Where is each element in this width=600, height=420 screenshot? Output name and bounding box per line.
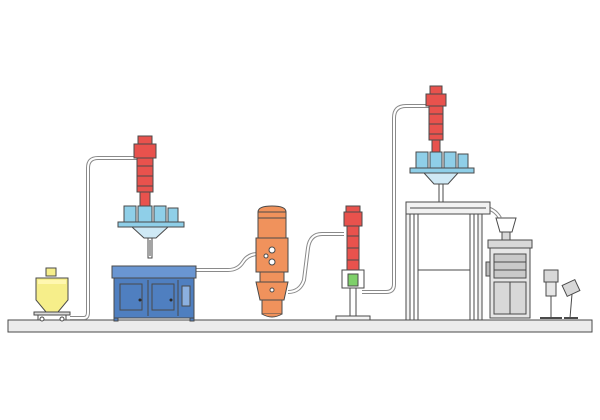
metal-detector-icon [561,278,581,319]
vacuum-conveyor-1-icon [117,135,185,259]
platform-icon [405,201,491,321]
dryer-icon [255,205,289,318]
deduster-icon [540,269,562,319]
pipe-ibc-to-conveyor [70,156,138,320]
mixer-icon [111,265,197,322]
floor-slab [7,319,593,333]
tablet-press-icon [485,217,533,319]
vacuum-conveyor-2-icon [409,85,475,203]
ibc-bin-icon [33,267,71,322]
pipe-dryer-to-mill [287,232,344,294]
pipe-mill-to-conveyor [362,104,430,294]
mill-icon [335,205,371,321]
pipe-mixer-to-dryer [180,252,259,272]
